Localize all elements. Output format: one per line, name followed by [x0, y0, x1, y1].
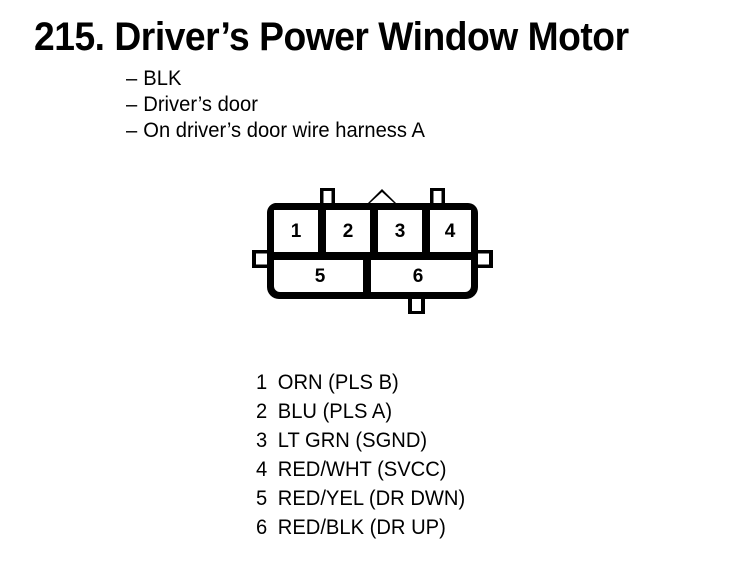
- tab-hole-right: [433, 191, 442, 203]
- legend-pin-number: 5: [255, 487, 268, 510]
- connector-svg: 1 2 3 4 5 6: [252, 188, 493, 314]
- legend-row: 4 RED/WHT (SVCC): [248, 455, 465, 484]
- pin-cell-4: [430, 210, 471, 252]
- pin-number-2: 2: [343, 221, 354, 242]
- note-item: – BLK: [126, 66, 425, 92]
- legend-pin-label: RED/YEL (DR DWN): [277, 487, 466, 510]
- pin-cell-1: [274, 210, 318, 252]
- dash-icon: –: [126, 93, 138, 116]
- connector-diagram: 1 2 3 4 5 6: [250, 182, 506, 332]
- note-label: BLK: [143, 67, 182, 90]
- note-item: – Driver’s door: [126, 92, 425, 118]
- bottom-tab-hole: [412, 299, 421, 311]
- note-label: Driver’s door: [143, 93, 258, 116]
- page-title: 215. Driver’s Power Window Motor: [34, 15, 629, 59]
- pin-number-6: 6: [413, 266, 424, 287]
- pin-cell-5: [274, 260, 363, 292]
- legend-pin-label: RED/WHT (SVCC): [277, 458, 447, 481]
- tab-hole-left: [323, 191, 332, 203]
- pin-number-1: 1: [291, 221, 302, 242]
- legend-pin-number: 3: [255, 429, 268, 452]
- legend-pin-number: 6: [255, 516, 268, 539]
- connector-outline: [252, 188, 493, 314]
- dash-icon: –: [126, 67, 138, 90]
- pin-number-4: 4: [445, 221, 456, 242]
- right-ear-hole: [478, 253, 489, 265]
- legend-row: 5 RED/YEL (DR DWN): [248, 484, 465, 513]
- pin-cell-3: [378, 210, 422, 252]
- legend-row: 1 ORN (PLS B): [248, 368, 465, 397]
- legend-pin-label: LT GRN (SGND): [277, 429, 428, 452]
- legend-pin-label: ORN (PLS B): [277, 371, 399, 394]
- pin-legend: 1 ORN (PLS B) 2 BLU (PLS A) 3 LT GRN (SG…: [248, 368, 474, 542]
- legend-pin-number: 2: [255, 400, 268, 423]
- legend-row: 2 BLU (PLS A): [248, 397, 465, 426]
- left-ear-hole: [256, 253, 267, 265]
- note-item: – On driver’s door wire harness A: [126, 118, 425, 144]
- legend-pin-number: 1: [255, 371, 268, 394]
- dash-icon: –: [126, 119, 138, 142]
- pin-cell-2: [326, 210, 370, 252]
- pin-number-5: 5: [315, 266, 326, 287]
- pin-number-3: 3: [395, 221, 406, 242]
- notes-list: – BLK – Driver’s door – On driver’s door…: [126, 66, 437, 144]
- legend-row: 3 LT GRN (SGND): [248, 426, 465, 455]
- legend-pin-number: 4: [255, 458, 268, 481]
- legend-pin-label: RED/BLK (DR UP): [277, 516, 446, 539]
- center-peak-notch: [370, 192, 394, 203]
- note-label: On driver’s door wire harness A: [143, 119, 425, 142]
- legend-pin-label: BLU (PLS A): [277, 400, 393, 423]
- legend-row: 6 RED/BLK (DR UP): [248, 513, 465, 542]
- pin-cell-6: [371, 260, 471, 292]
